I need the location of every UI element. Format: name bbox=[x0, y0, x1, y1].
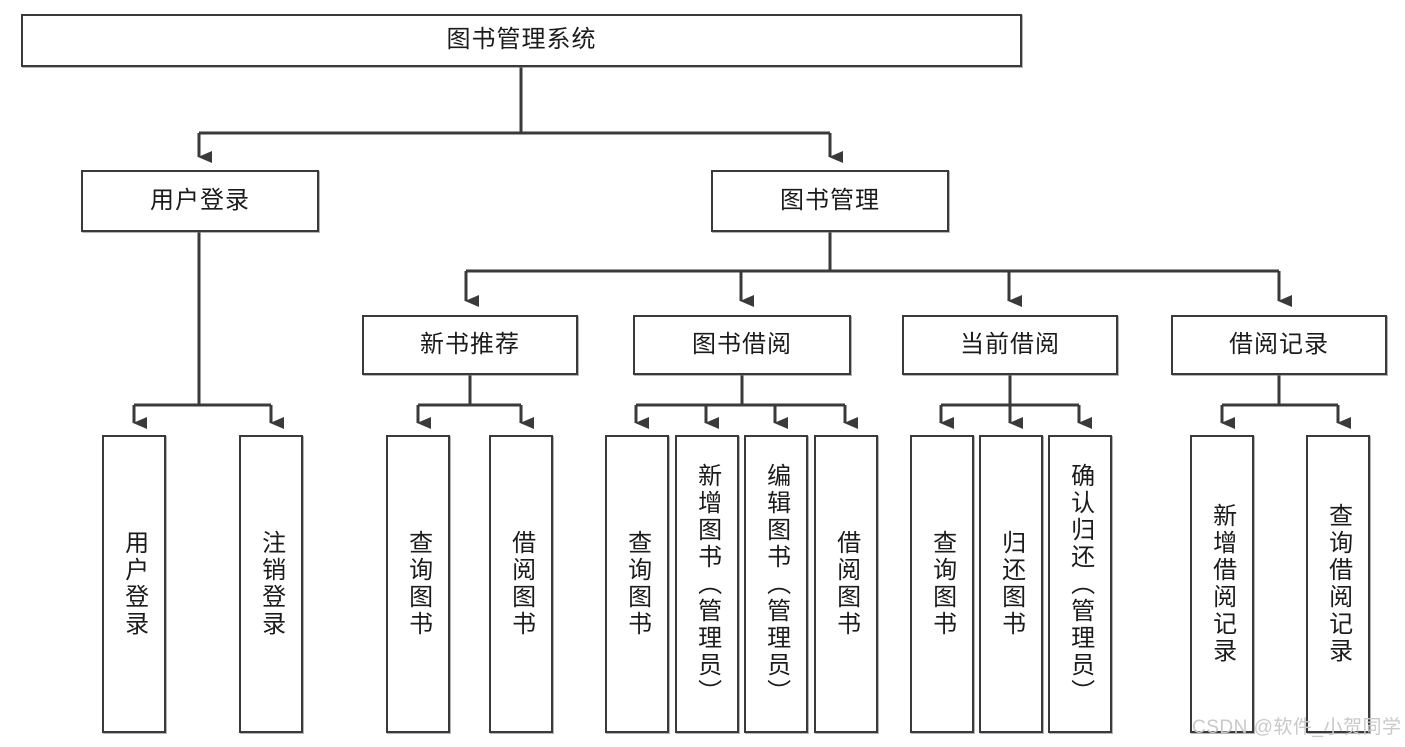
node-leaf-query-record-label: 查询借阅记录 bbox=[1324, 503, 1352, 665]
node-leaf-logout[interactable]: 注销登录 bbox=[239, 435, 303, 733]
node-leaf-borrow-book-1-label: 借阅图书 bbox=[507, 530, 535, 638]
node-leaf-borrow-book-2-label: 借阅图书 bbox=[832, 530, 860, 638]
node-borrow-record-label: 借阅记录 bbox=[1229, 330, 1329, 358]
node-leaf-user-login-label: 用户登录 bbox=[120, 530, 148, 638]
node-leaf-user-login[interactable]: 用户登录 bbox=[102, 435, 166, 733]
node-leaf-return-book[interactable]: 归还图书 bbox=[979, 435, 1043, 733]
node-book-borrow-label: 图书借阅 bbox=[692, 330, 792, 358]
node-new-book-rec[interactable]: 新书推荐 bbox=[362, 315, 578, 375]
node-leaf-borrow-book-2[interactable]: 借阅图书 bbox=[814, 435, 878, 733]
node-book-manage[interactable]: 图书管理 bbox=[711, 170, 949, 232]
node-leaf-edit-book-label: 编辑图书（管理员） bbox=[762, 462, 790, 706]
node-leaf-confirm-return-label: 确认归还（管理员） bbox=[1066, 462, 1094, 706]
node-leaf-query-book-1[interactable]: 查询图书 bbox=[386, 435, 450, 733]
node-borrow-record[interactable]: 借阅记录 bbox=[1171, 315, 1387, 375]
csdn-watermark: CSDN @软件_小贺同学 bbox=[1192, 717, 1402, 738]
node-current-borrow-label: 当前借阅 bbox=[960, 330, 1060, 358]
node-leaf-edit-book[interactable]: 编辑图书（管理员） bbox=[744, 435, 808, 733]
node-leaf-add-record[interactable]: 新增借阅记录 bbox=[1190, 435, 1254, 733]
node-leaf-query-book-3-label: 查询图书 bbox=[928, 530, 956, 638]
node-new-book-rec-label: 新书推荐 bbox=[420, 330, 520, 358]
node-current-borrow[interactable]: 当前借阅 bbox=[902, 315, 1118, 375]
node-book-borrow[interactable]: 图书借阅 bbox=[633, 315, 851, 375]
node-leaf-return-book-label: 归还图书 bbox=[997, 530, 1025, 638]
node-leaf-borrow-book-1[interactable]: 借阅图书 bbox=[489, 435, 553, 733]
node-leaf-query-record[interactable]: 查询借阅记录 bbox=[1306, 435, 1370, 733]
node-leaf-query-book-1-label: 查询图书 bbox=[404, 530, 432, 638]
node-root-label: 图书管理系统 bbox=[446, 26, 597, 54]
node-leaf-logout-label: 注销登录 bbox=[257, 530, 285, 638]
node-leaf-confirm-return[interactable]: 确认归还（管理员） bbox=[1048, 435, 1112, 733]
node-leaf-add-record-label: 新增借阅记录 bbox=[1208, 503, 1236, 665]
node-user-login[interactable]: 用户登录 bbox=[81, 170, 319, 232]
node-leaf-query-book-2[interactable]: 查询图书 bbox=[605, 435, 669, 733]
node-book-manage-label: 图书管理 bbox=[780, 186, 880, 214]
node-root[interactable]: 图书管理系统 bbox=[21, 14, 1022, 67]
node-leaf-add-book[interactable]: 新增图书（管理员） bbox=[675, 435, 739, 733]
node-leaf-add-book-label: 新增图书（管理员） bbox=[693, 462, 721, 706]
node-leaf-query-book-2-label: 查询图书 bbox=[623, 530, 651, 638]
node-user-login-label: 用户登录 bbox=[150, 186, 250, 214]
node-leaf-query-book-3[interactable]: 查询图书 bbox=[910, 435, 974, 733]
